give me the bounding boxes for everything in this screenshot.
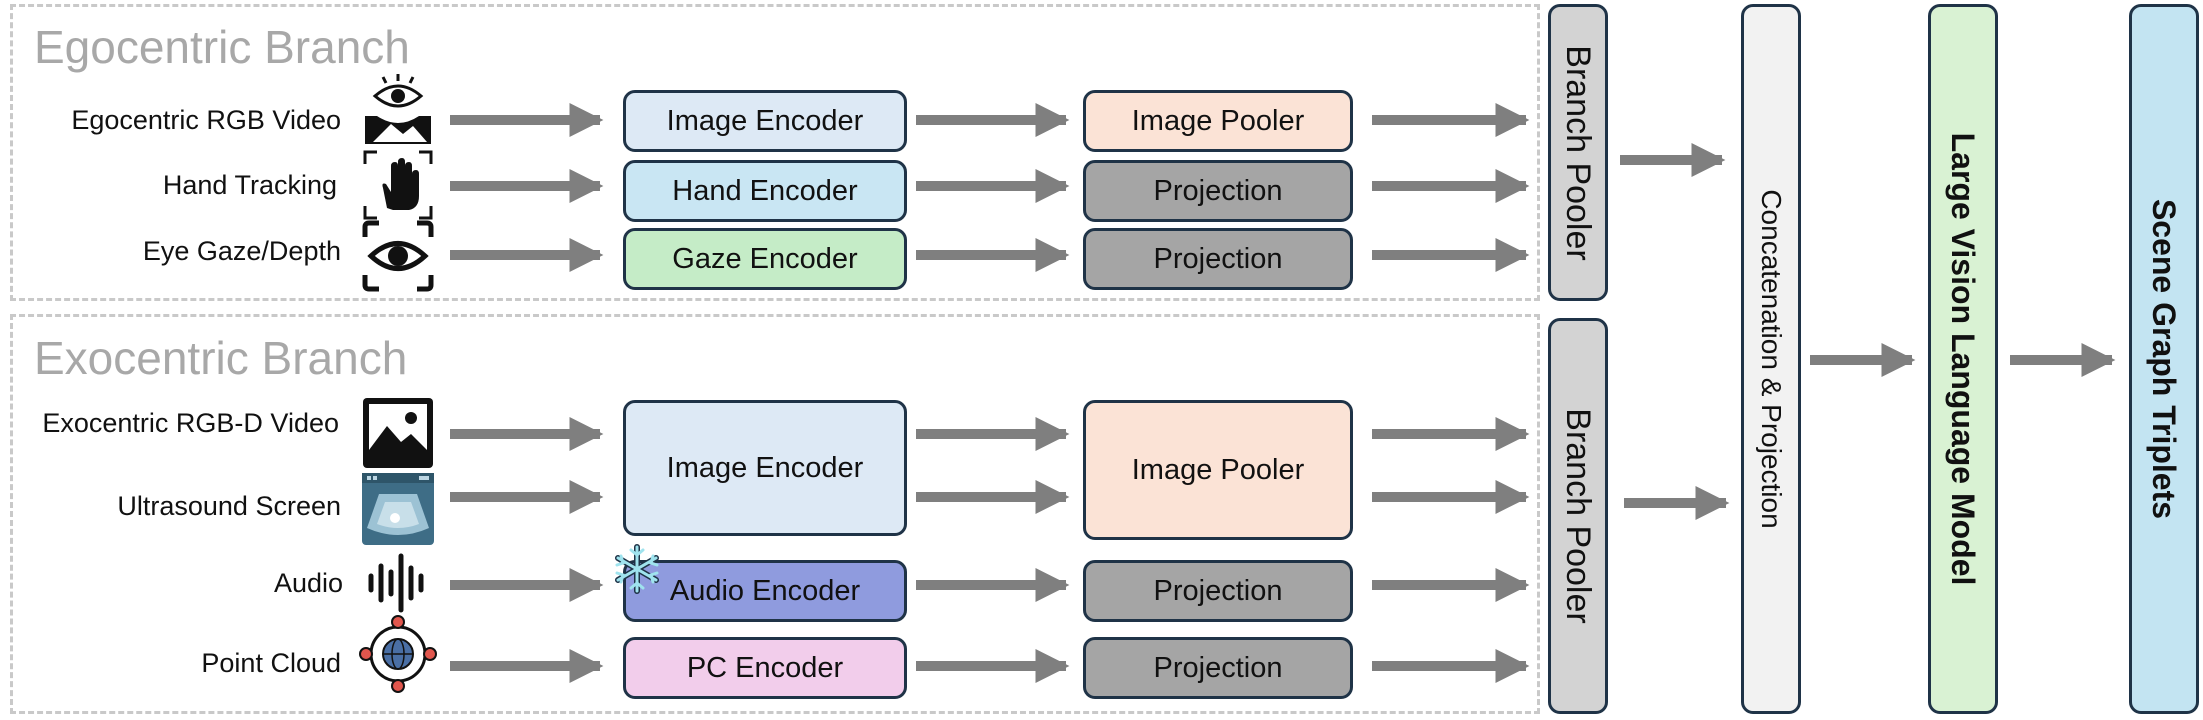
input-label-exocentric-rgbd-video: Exocentric RGB-D Video: [42, 408, 339, 438]
egocentric-branch-box: [10, 4, 1540, 301]
input-label-point-cloud: Point Cloud: [201, 648, 341, 678]
ego-branch-pooler-label: Branch Pooler: [1559, 44, 1597, 261]
input-label-egocentric-rgb-video: Egocentric RGB Video: [71, 105, 341, 135]
ultrasound-screen-icon: [361, 472, 435, 546]
lvlm-label: Large Vision Language Model: [1945, 132, 1981, 586]
ego-image-pooler: Image Pooler: [1083, 90, 1353, 152]
exo-image-encoder: Image Encoder: [623, 400, 907, 536]
scene-graph-triplets-box: Scene Graph Triplets: [2129, 4, 2199, 714]
hand-projection: Projection: [1083, 160, 1353, 222]
image-icon: [361, 396, 435, 470]
input-label-ultrasound-screen: Ultrasound Screen: [117, 491, 341, 521]
egocentric-branch-title: Egocentric Branch: [34, 21, 410, 73]
pc-projection: Projection: [1083, 637, 1353, 699]
concat-projection: Concatenation & Projection: [1741, 4, 1801, 714]
ego-branch-pooler: Branch Pooler: [1548, 4, 1608, 301]
audio-waveform-icon: [361, 546, 435, 620]
point-cloud-globe-icon: [358, 614, 438, 694]
input-label-eye-gaze-depth: Eye Gaze/Depth: [142, 236, 341, 266]
hand-tracking-icon: [361, 148, 435, 222]
eye-scan-icon: [361, 219, 435, 293]
gaze-encoder: Gaze Encoder: [623, 228, 907, 290]
gaze-projection: Projection: [1083, 228, 1353, 290]
exocentric-branch-box: [10, 314, 1540, 714]
snowflake-icon: [612, 544, 662, 594]
exocentric-branch-title: Exocentric Branch: [34, 332, 408, 384]
exo-branch-pooler: Branch Pooler: [1548, 318, 1608, 714]
concat-projection-label: Concatenation & Projection: [1756, 189, 1787, 529]
pc-encoder: PC Encoder: [623, 637, 907, 699]
audio-projection: Projection: [1083, 560, 1353, 622]
eye-image-icon: [361, 72, 435, 146]
scene-graph-triplets-label: Scene Graph Triplets: [2146, 198, 2182, 520]
hand-encoder: Hand Encoder: [623, 160, 907, 222]
audio-encoder: Audio Encoder: [623, 560, 907, 622]
input-label-audio: Audio: [273, 568, 343, 598]
exo-image-pooler: Image Pooler: [1083, 400, 1353, 540]
lvlm-box: Large Vision Language Model: [1928, 4, 1998, 714]
exo-branch-pooler-label: Branch Pooler: [1559, 408, 1597, 624]
ego-image-encoder: Image Encoder: [623, 90, 907, 152]
input-label-hand-tracking: Hand Tracking: [162, 170, 337, 200]
